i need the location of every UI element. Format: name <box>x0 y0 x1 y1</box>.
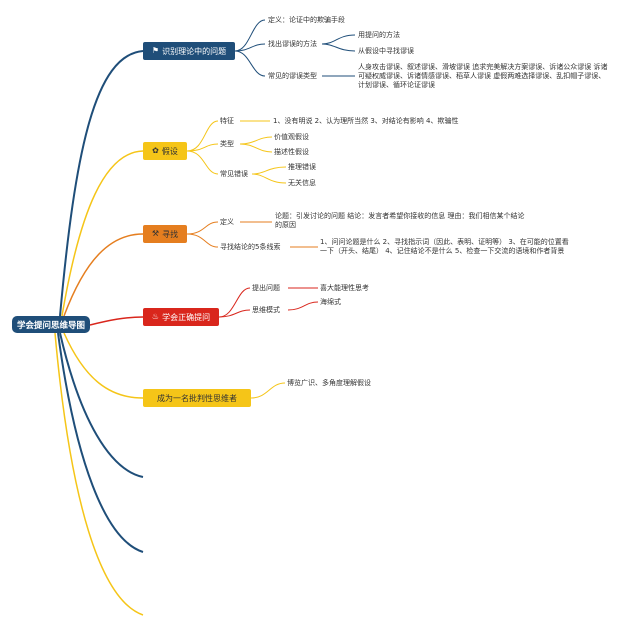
fallacy-types-list: 人身攻击谬误、叙述谬误、滑坡谬误 追求完美解决方案谬误、诉诸公众谬误 诉诸可疑权… <box>358 63 608 89</box>
assumption-type-item: 描述性假设 <box>274 148 309 156</box>
find-definition-text: 论题：引发讨论的问题 结论：发言者希望你接收的信息 理由：我们相信某个结论的原因 <box>275 212 525 229</box>
branch-line-8 <box>54 332 144 616</box>
fire-icon: ♨ <box>151 312 160 321</box>
critical-thinker-text: 博览广识、多角度理解假设 <box>287 379 371 387</box>
branch-node-ask[interactable]: ♨ 学会正确提问 <box>143 308 219 326</box>
branch-node-critical-thinker[interactable]: 成为一名批判性思维者 <box>143 389 251 407</box>
assumption-feature-text: 1、没有明说 2、认为理所当然 3、对结论有影响 4、欺骗性 <box>273 117 459 125</box>
flag-icon: ⚑ <box>151 46 160 55</box>
branch-label: 假设 <box>161 146 178 156</box>
root-node[interactable]: 学会提问思维导图 <box>12 316 90 333</box>
thinking-mode-item: 海绵式 <box>320 298 341 306</box>
assumption-error-item: 推理错误 <box>288 163 316 171</box>
branch-line-3 <box>63 233 144 317</box>
assumption-type-label: 类型 <box>220 140 234 148</box>
branch-line-4 <box>89 316 144 326</box>
branch-node-fallacy[interactable]: ⚑ 识别理论中的问题 <box>143 42 235 60</box>
root-label: 学会提问思维导图 <box>16 320 85 331</box>
branch-line-6 <box>59 332 144 478</box>
find-definition-label: 定义 <box>220 218 234 226</box>
branch-line-1 <box>59 50 144 317</box>
fallacy-definition: 定义：论证中的欺骗手段 <box>268 16 345 24</box>
branch-label: 识别理论中的问题 <box>162 46 227 56</box>
fallacy-find-item: 用提问的方法 <box>358 31 400 39</box>
fallacy-types-label: 常见的谬误类型 <box>268 72 317 80</box>
leaf-icon: ✿ <box>152 146 159 155</box>
assumption-feature-label: 特征 <box>220 117 234 125</box>
tools-icon: ⚒ <box>151 229 160 238</box>
assumption-type-item: 价值观假设 <box>274 133 309 141</box>
branch-label: 学会正确提问 <box>162 312 211 322</box>
thinking-mode-label: 思维模式 <box>252 306 280 314</box>
branch-label: 成为一名批判性思维者 <box>157 393 237 403</box>
fallacy-find-method: 找出谬误的方法 <box>268 40 317 48</box>
branch-line-7 <box>57 332 144 553</box>
ask-question-item: 喜大能理性思考 <box>320 284 369 292</box>
find-clues-text: 1、问问论题是什么 2、寻找指示词（因此、表明、证明等） 3、在可能的位置看一下… <box>320 238 569 255</box>
branch-label: 寻找 <box>162 229 179 239</box>
branch-line-5 <box>63 332 144 399</box>
fallacy-find-item: 从假设中寻找谬误 <box>358 47 414 55</box>
branch-line-2 <box>61 150 144 317</box>
branch-node-assumption[interactable]: ✿ 假设 <box>143 142 187 160</box>
branch-node-find[interactable]: ⚒ 寻找 <box>143 225 187 243</box>
ask-question-label: 提出问题 <box>252 284 280 292</box>
assumption-error-label: 常见错误 <box>220 170 248 178</box>
assumption-error-item: 无关信息 <box>288 179 316 187</box>
find-clues-label: 寻找结论的5条线索 <box>220 243 281 251</box>
